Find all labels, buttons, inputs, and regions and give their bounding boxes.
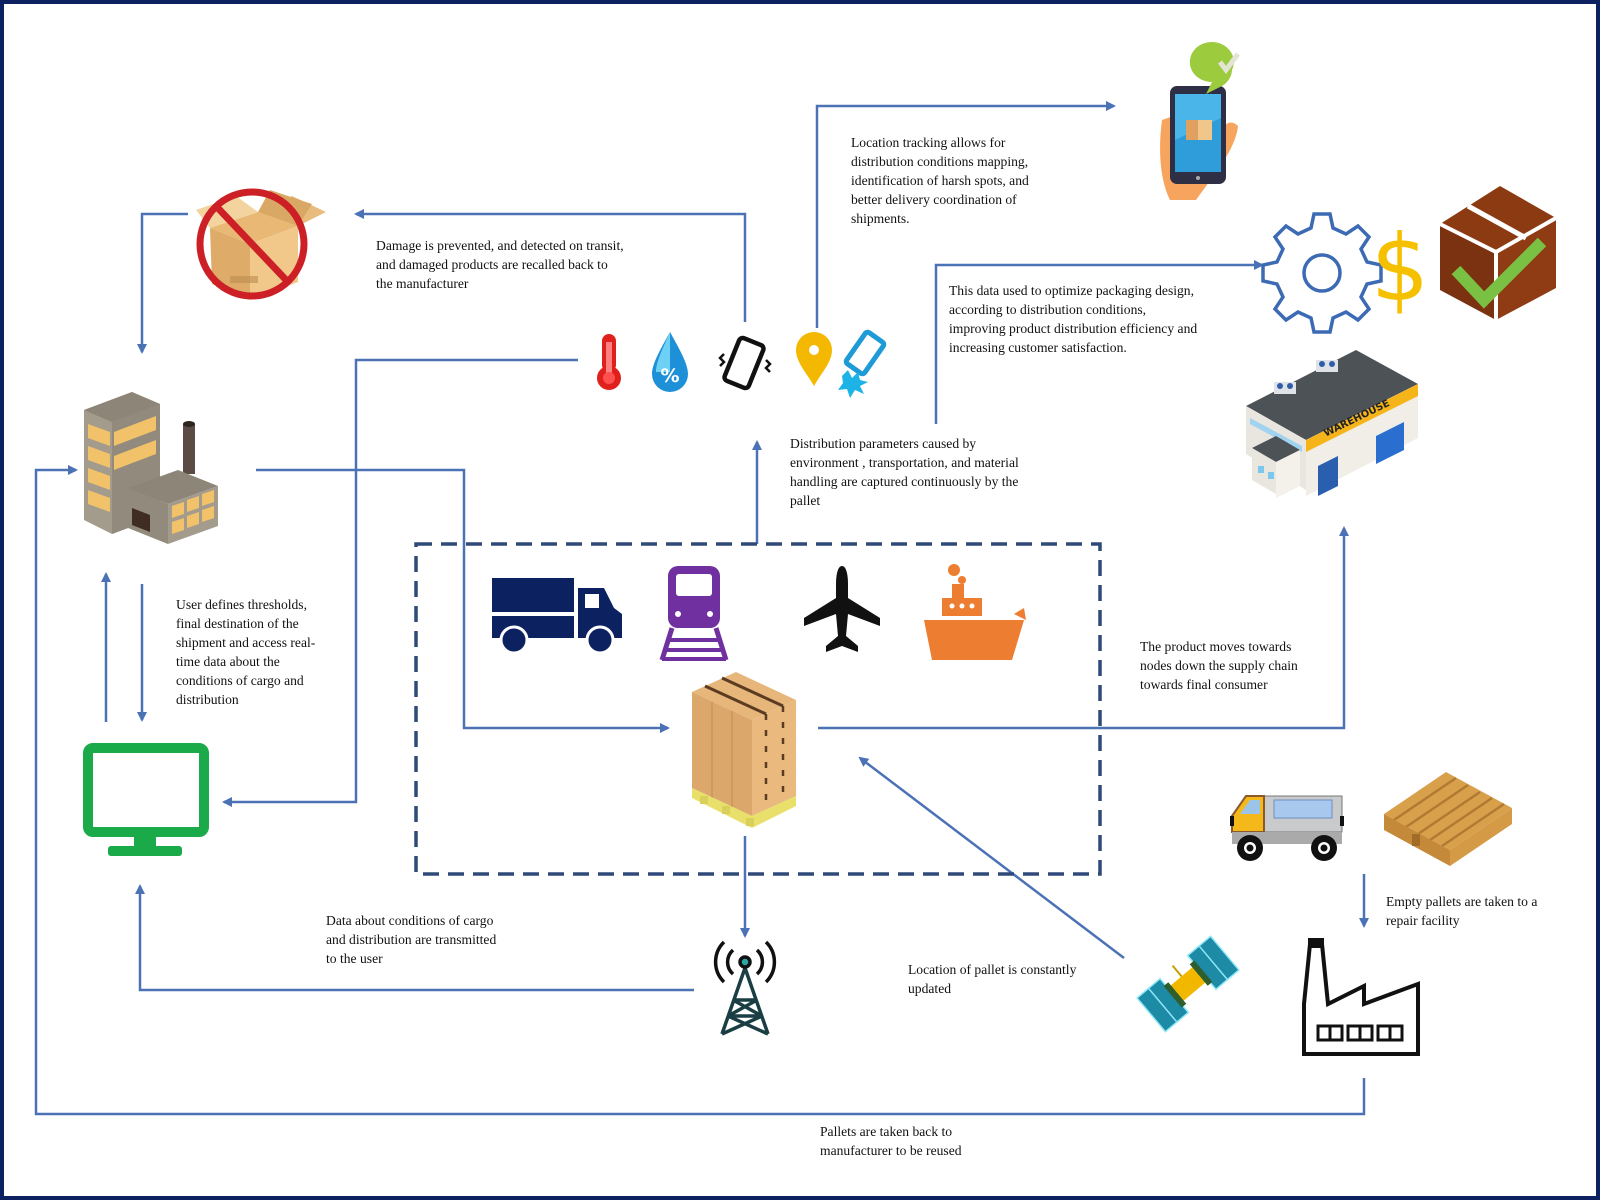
cell-tower-icon (713, 940, 777, 1036)
arrow-satellite-to-pallet (858, 756, 1125, 959)
phone-in-hand-icon (1160, 42, 1240, 200)
arrow-factory-to-pallet (256, 468, 670, 733)
arrow-tower-to-monitor (135, 884, 694, 992)
label-location-tracking: Location tracking allows for distributio… (851, 135, 1029, 226)
flow-arrows (34, 101, 1369, 1116)
arrow-repair-to-manufacturer (34, 465, 1366, 1116)
train-icon (659, 566, 729, 661)
svg-text:$: $ (1371, 215, 1430, 322)
warehouse-icon: WAREHOUSE (1246, 350, 1418, 498)
vibration-phone-icon (718, 335, 772, 391)
svg-text:%: % (660, 365, 679, 387)
truck-icon (492, 578, 622, 655)
label-damage-prevented: Damage is prevented, and detected on tra… (376, 238, 624, 291)
label-product-moves: The product moves towards nodes down the… (1140, 639, 1298, 692)
humidity-icon: % (652, 332, 688, 392)
monitor-icon (83, 743, 209, 856)
label-user-defines: User defines thresholds, final destinati… (176, 597, 316, 707)
arrow-damage-to-factory (137, 212, 188, 354)
factory-outline-icon (1302, 938, 1420, 1056)
ship-icon (924, 564, 1026, 660)
arrow-params-to-optimization (934, 260, 1264, 424)
transport-dashed-box (414, 542, 1102, 876)
delivery-van-icon (1230, 795, 1344, 861)
thermometer-icon (597, 334, 621, 390)
arrow-sensors-to-monitor (222, 358, 578, 807)
dollar-icon: $ (1371, 215, 1430, 322)
label-data-transmitted: Data about conditions of cargo and distr… (326, 913, 497, 966)
label-location-updated: Location of pallet is constantly updated (908, 962, 1077, 996)
factory-building-icon (84, 392, 218, 544)
empty-pallet-icon (1384, 772, 1512, 866)
arrow-pallet-to-warehouse (818, 526, 1349, 730)
label-pallets-back: Pallets are taken back to manufacturer t… (820, 1124, 962, 1158)
airplane-icon (804, 566, 880, 652)
satellite-icon (1136, 935, 1240, 1033)
label-data-optimize: This data used to optimize packaging des… (949, 283, 1198, 355)
no-damaged-box-icon (196, 188, 326, 300)
location-pin-icon (796, 332, 832, 386)
arrow-location-to-phone (815, 101, 1116, 328)
gear-icon (1261, 212, 1383, 334)
label-empty-pallets: Empty pallets are taken to a repair faci… (1386, 894, 1538, 928)
loaded-pallet-icon (692, 672, 796, 828)
label-distribution-params: Distribution parameters caused by enviro… (790, 436, 1019, 508)
drop-impact-icon (838, 329, 887, 398)
box-check-icon (1439, 186, 1557, 320)
arrow-sensors-to-damage (354, 209, 747, 322)
